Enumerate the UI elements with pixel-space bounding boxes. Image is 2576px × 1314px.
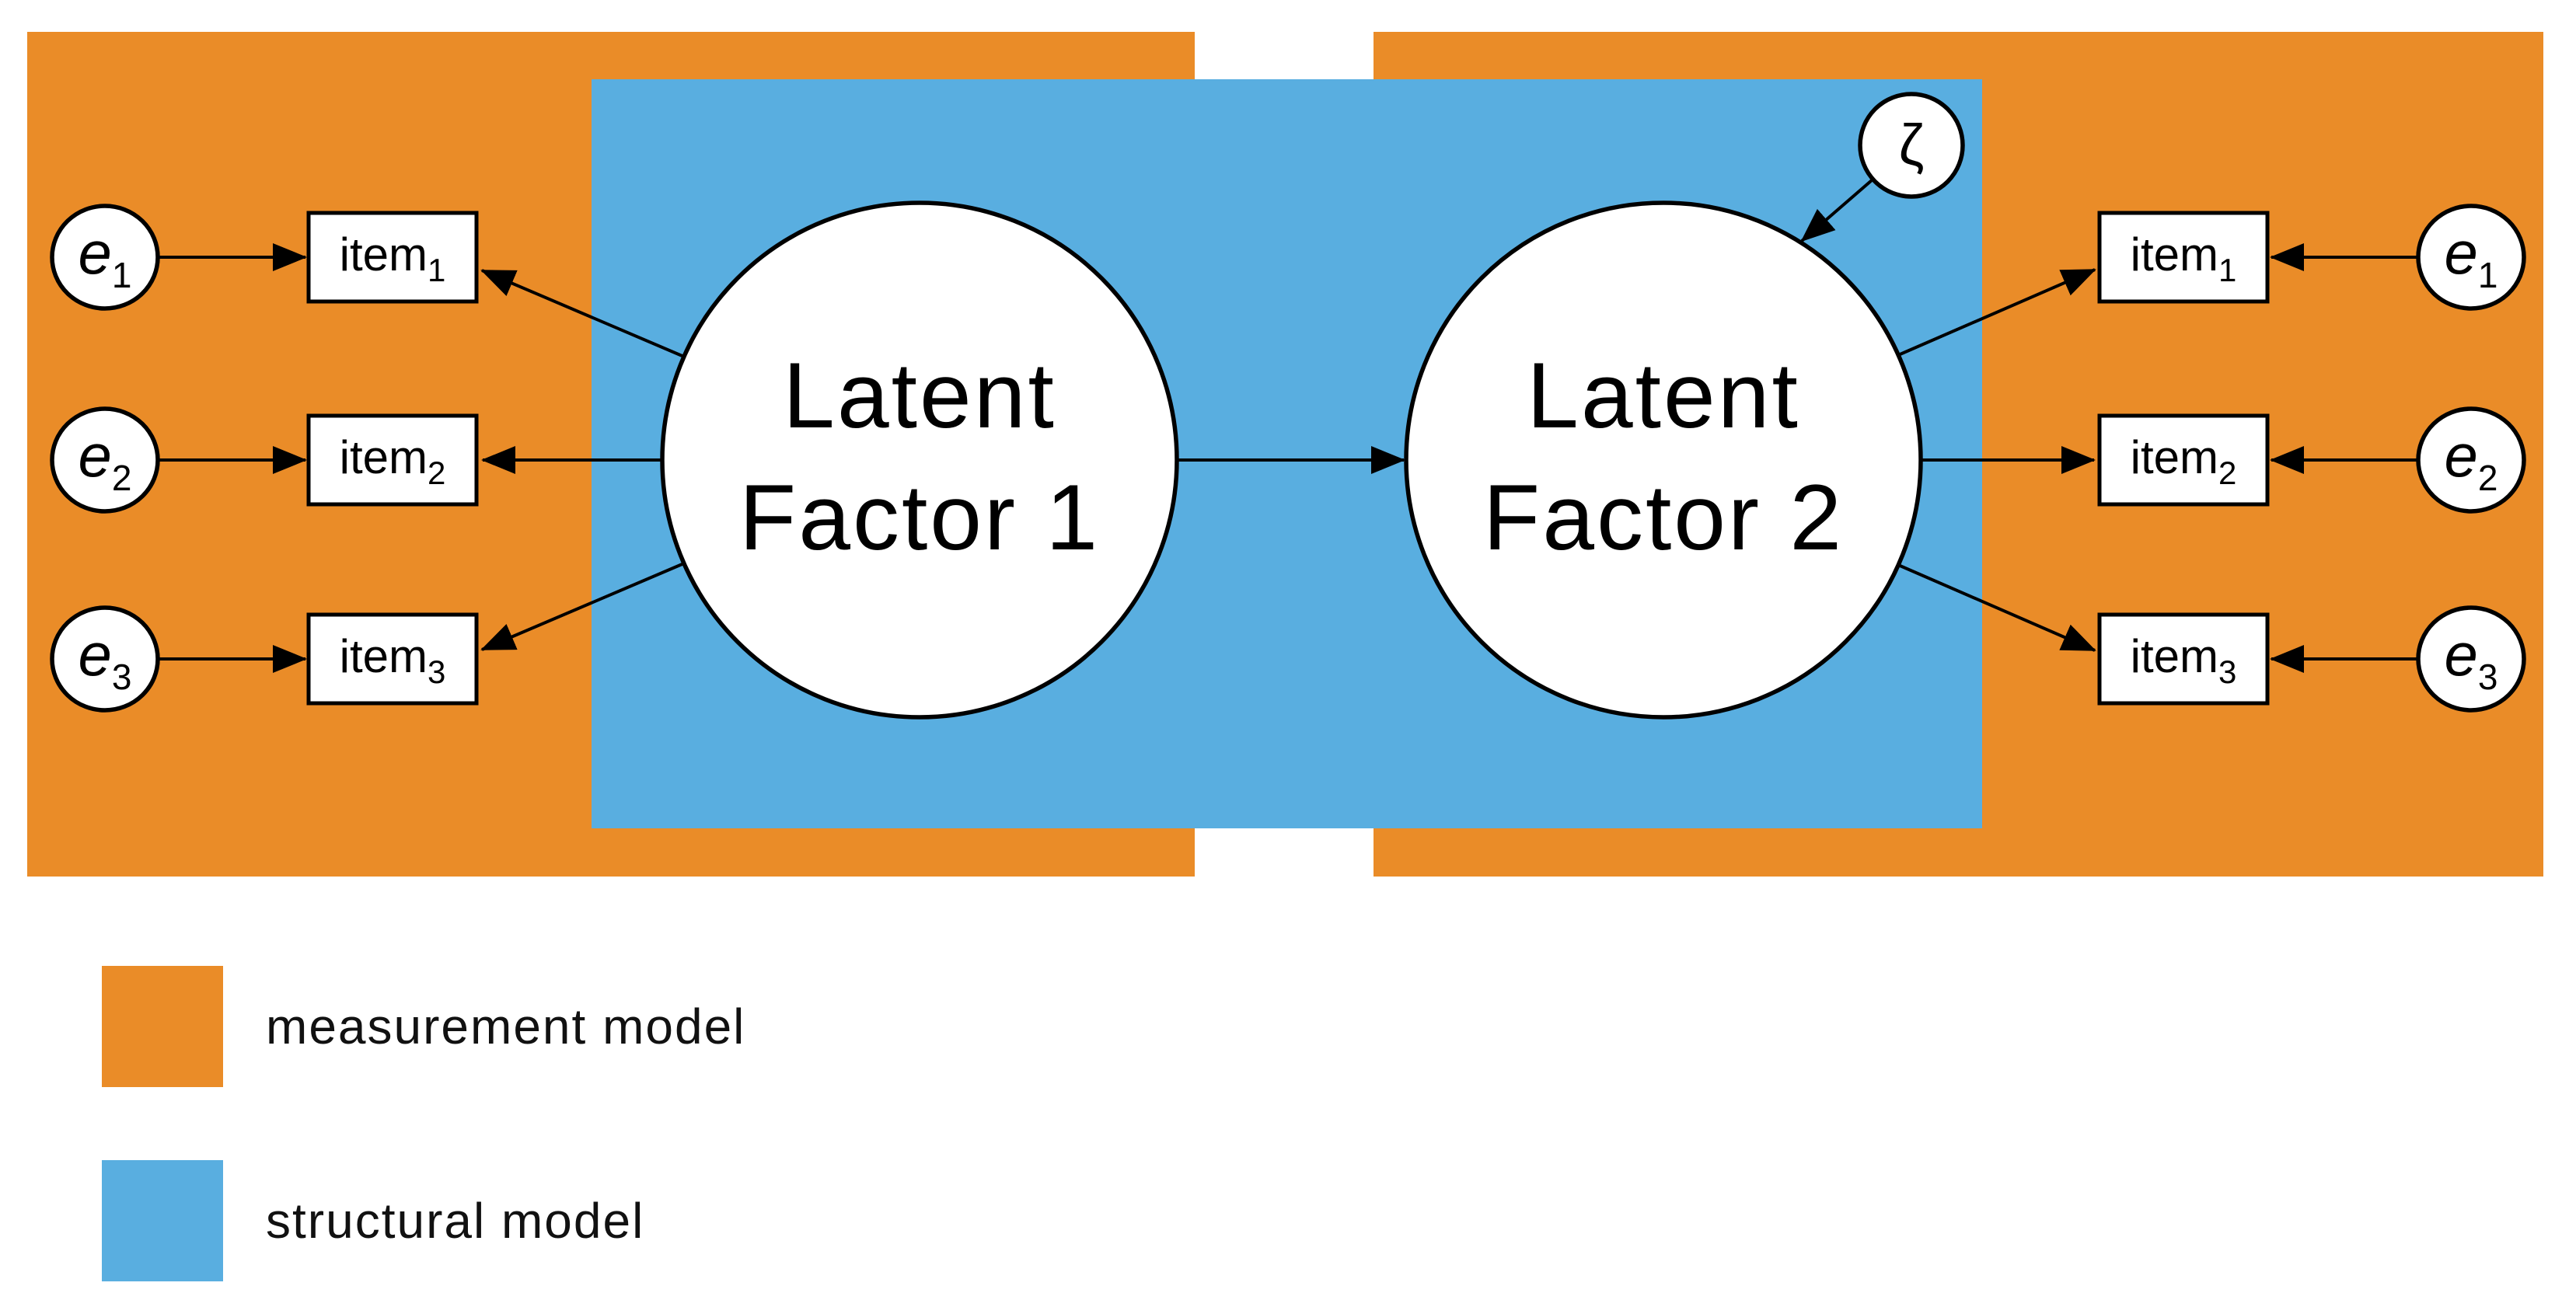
latent-factor-2-node bbox=[1404, 200, 1923, 720]
item3-box-left bbox=[306, 612, 479, 706]
latent-factor-2-label-line2: Factor 2 bbox=[1483, 465, 1844, 570]
e1-label-left: e1 bbox=[79, 218, 132, 295]
item3-box-right bbox=[2097, 612, 2270, 706]
latent-factor-1-label-line1: Latent bbox=[783, 343, 1056, 448]
item1-label-right: item1 bbox=[2131, 228, 2237, 288]
zeta-node bbox=[1858, 92, 1965, 199]
e3-label-left: e3 bbox=[79, 620, 132, 697]
e2-label-left: e2 bbox=[79, 421, 132, 498]
item3-label-left: item3 bbox=[340, 630, 446, 690]
e2-label-right: e2 bbox=[2445, 421, 2498, 498]
latent-factor-1-label-line2: Factor 1 bbox=[739, 465, 1100, 570]
item1-box-right bbox=[2097, 211, 2270, 304]
arrow-factor1-to-item1-left bbox=[480, 269, 685, 358]
latent-factor-2-label-line1: Latent bbox=[1527, 343, 1800, 448]
arrow-factor1-to-item3-left bbox=[480, 562, 685, 651]
legend-swatch-measurement bbox=[102, 966, 223, 1087]
arrow-factor2-to-item3-right bbox=[1897, 563, 2096, 652]
item2-label-left: item2 bbox=[340, 431, 446, 491]
error-node-e1-right bbox=[2416, 204, 2526, 311]
legend-label-measurement: measurement model bbox=[266, 999, 745, 1054]
zeta-label: ζ bbox=[1899, 113, 1925, 177]
legend-swatch-structural bbox=[102, 1160, 223, 1281]
error-node-e2-left bbox=[50, 406, 160, 514]
arrow-zeta-to-factor2 bbox=[1800, 179, 1873, 242]
item2-label-right: item2 bbox=[2131, 431, 2237, 491]
legend-label-structural: structural model bbox=[266, 1193, 644, 1249]
latent-factor-1-node bbox=[660, 200, 1179, 720]
arrow-factor2-to-item1-right bbox=[1897, 268, 2096, 357]
item1-box-left bbox=[306, 211, 479, 304]
error-node-e1-left bbox=[50, 204, 160, 311]
error-node-e3-right bbox=[2416, 605, 2526, 713]
e3-label-right: e3 bbox=[2445, 620, 2498, 697]
item1-label-left: item1 bbox=[340, 228, 446, 288]
item2-box-right bbox=[2097, 413, 2270, 507]
item2-box-left bbox=[306, 413, 479, 507]
item3-label-right: item3 bbox=[2131, 630, 2237, 690]
e1-label-right: e1 bbox=[2445, 218, 2498, 295]
error-node-e3-left bbox=[50, 605, 160, 713]
error-node-e2-right bbox=[2416, 406, 2526, 514]
